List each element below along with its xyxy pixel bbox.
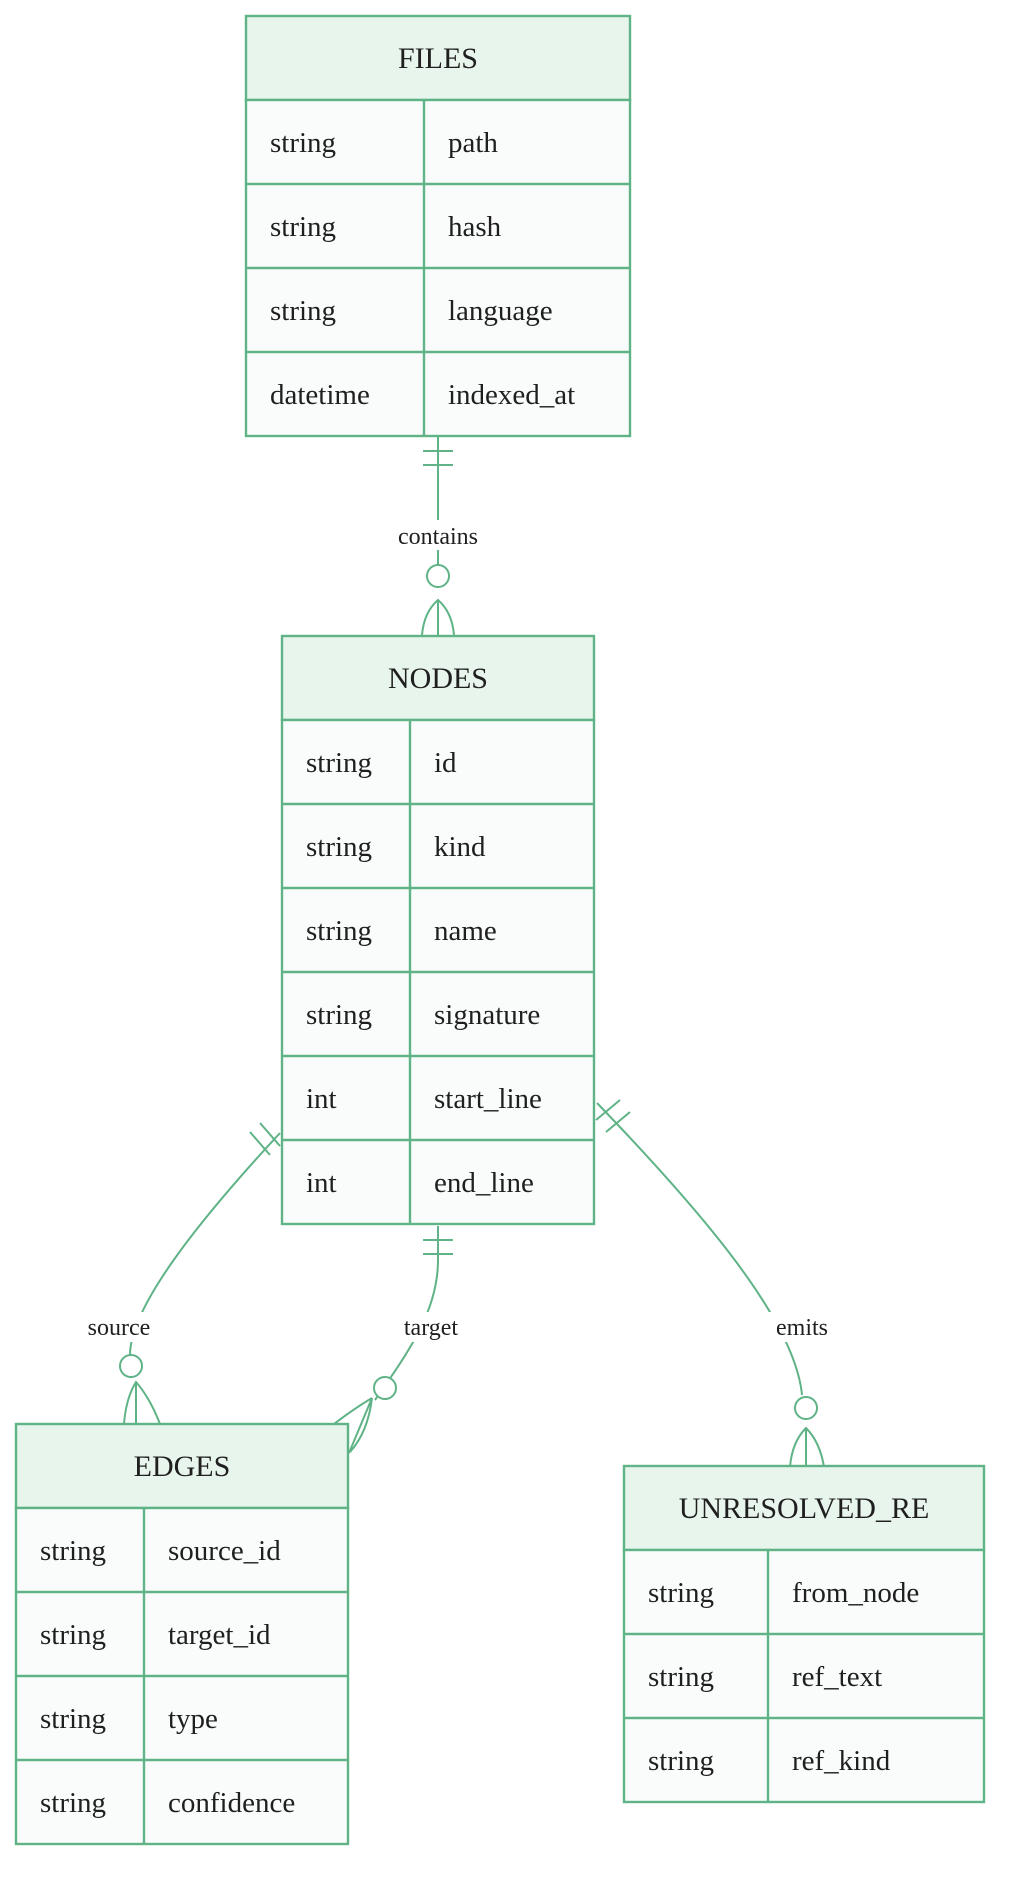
field-type: string [306, 747, 372, 779]
field-type: string [40, 1787, 106, 1819]
field-name: language [448, 295, 553, 327]
field-type: string [270, 211, 336, 243]
field-type: string [306, 915, 372, 947]
field-name: type [168, 1703, 218, 1735]
relationship-label-emits: emits [776, 1315, 828, 1341]
field-name: end_line [434, 1167, 534, 1199]
relationship-label-source: source [88, 1315, 151, 1341]
field-type: string [40, 1619, 106, 1651]
entity-title-unresolved: UNRESOLVED_RE [679, 1492, 930, 1525]
field-name: from_node [792, 1577, 919, 1609]
relationship-label-target: target [404, 1315, 459, 1341]
relationship-target: target [333, 1226, 472, 1454]
field-name: target_id [168, 1619, 271, 1651]
field-type: string [648, 1661, 714, 1693]
relationship-emits: emits [595, 1099, 838, 1468]
field-name: confidence [168, 1787, 295, 1819]
relationship-source: source [75, 1122, 281, 1425]
field-type: string [270, 295, 336, 327]
entity-files: FILES string path string hash string lan… [244, 14, 632, 438]
entity-title-nodes: NODES [388, 662, 488, 695]
field-type: string [306, 831, 372, 863]
field-type: int [306, 1167, 337, 1199]
entity-nodes: NODES string id string kind string name … [280, 634, 596, 1226]
field-type: datetime [270, 379, 370, 411]
field-name: kind [434, 831, 486, 863]
field-name: ref_text [792, 1661, 882, 1693]
field-type: string [270, 127, 336, 159]
field-name: path [448, 127, 498, 159]
entity-edges: EDGES string source_id string target_id … [14, 1422, 350, 1846]
field-type: string [40, 1535, 106, 1567]
field-type: int [306, 1083, 337, 1115]
field-name: hash [448, 211, 502, 243]
field-name: id [434, 747, 457, 779]
field-type: string [40, 1703, 106, 1735]
field-name: ref_kind [792, 1745, 891, 1777]
field-type: string [648, 1745, 714, 1777]
field-name: indexed_at [448, 379, 575, 411]
relationship-contains: contains [385, 437, 491, 636]
entity-unresolved: UNRESOLVED_RE string from_node string re… [622, 1464, 986, 1804]
entity-title-files: FILES [398, 42, 478, 75]
field-name: source_id [168, 1535, 281, 1567]
field-name: start_line [434, 1083, 542, 1115]
field-type: string [648, 1577, 714, 1609]
field-name: name [434, 915, 497, 947]
relationship-label-contains: contains [398, 524, 478, 550]
entity-title-edges: EDGES [134, 1450, 231, 1483]
field-name: signature [434, 999, 540, 1031]
field-type: string [306, 999, 372, 1031]
